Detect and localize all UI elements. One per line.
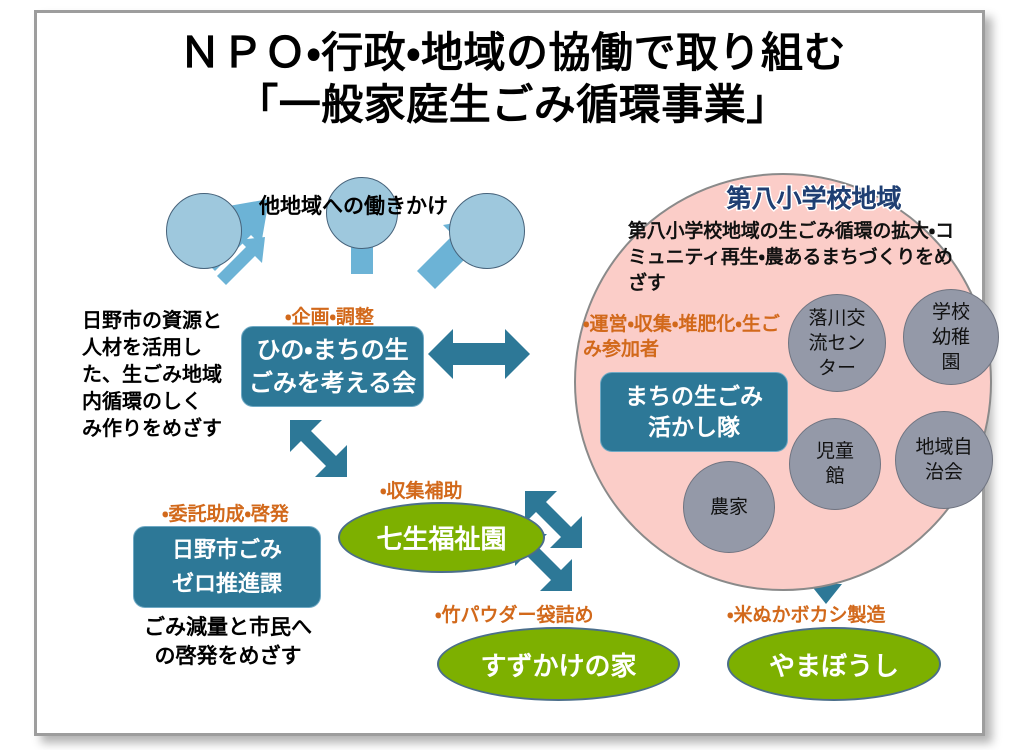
partner-yamaboushi[interactable]: やまぼうし [727, 627, 941, 701]
other-regions-label: 他地域への働きかけ [259, 195, 448, 218]
member-label-farmers: 農家 [709, 496, 748, 518]
team-box-line1: まちの生ごみ [625, 383, 763, 409]
arrow-core-group-to-hino-city [290, 420, 347, 477]
partner-label-suzukake-no-ie: すずかけの家 [480, 650, 637, 681]
arrow-core-group-to-pink-region [428, 329, 530, 379]
partner-suzukake-no-ie[interactable]: すずかけの家 [437, 627, 680, 701]
pink-region-heading: 第八小学校地域 [726, 185, 902, 213]
hino-city-zero-waste-box[interactable]: 日野市ごみ ゼロ推進課 [133, 526, 321, 608]
member-circle-school-kindergarten: 学校幼稚園 [903, 289, 999, 385]
team-box-line2: 活かし隊 [648, 414, 740, 440]
member-label-childrens-hall: 児童館 [815, 441, 854, 487]
member-circle-childrens-hall: 児童館 [789, 418, 881, 510]
yamaboushi-caption: ・米ぬかボカシ製造 [727, 605, 886, 626]
hino-city-line2: ゼロ推進課 [171, 571, 282, 596]
hino-city-line1: 日野市ごみ [171, 537, 282, 562]
title-line-1: ＮＰＯ・行政・地域の協働で取り組む [178, 29, 847, 76]
hino-city-note: ごみ減量と市民へ の啓発をめざす [144, 616, 312, 668]
other-region-circle-left [166, 193, 242, 269]
other-region-circle-center [326, 177, 398, 249]
page-title: ＮＰＯ・行政・地域の協働で取り組む 「一般家庭生ごみ循環事業」 [37, 27, 988, 131]
planning-caption: ・企画・調整 [285, 307, 374, 328]
nanao-fukushien-caption: ・収集補助 [380, 481, 463, 502]
hino-machi-study-group-box[interactable]: ひの・まちの生 ごみを考える会 [241, 326, 424, 407]
commission-caption: ・委託助成・啓発 [162, 504, 289, 525]
member-circle-ochikawa-center: 落川交流センター [788, 294, 886, 392]
pink-region-heading-outline: 第八小学校地域 [725, 184, 903, 215]
core-group-line1: ひの・まちの生 [256, 336, 409, 364]
partner-label-yamaboushi: やまぼうし [768, 650, 899, 681]
suzukake-no-ie-caption: ・竹パウダー袋詰め [435, 605, 594, 626]
partner-label-nanao-fukushien: 七生福祉園 [376, 524, 507, 554]
other-region-circle-right [449, 193, 525, 269]
member-circle-neighborhood-association: 地域自治会 [895, 411, 993, 509]
member-label-school-kindergarten: 学校幼稚園 [931, 301, 970, 373]
core-group-line2: ごみを考える会 [248, 369, 417, 397]
hino-resources-note: 日野市の資源と人材を活用した、生ごみ地域内循環のしくみ作りをめざす [82, 310, 222, 440]
title-line-2: 「一般家庭生ごみ循環事業」 [236, 81, 789, 128]
member-circle-farmers: 農家 [683, 461, 775, 553]
slide-frame: ＮＰＯ・行政・地域の協働で取り組む 「一般家庭生ごみ循環事業」 [34, 10, 999, 736]
member-label-neighborhood-association: 地域自治会 [915, 437, 973, 483]
operations-caption: ・運営・収集・堆肥化・生ごみ参加者 [583, 314, 780, 360]
partner-nanao-fukushien[interactable]: 七生福祉園 [338, 502, 545, 573]
machi-no-namagomi-team-box[interactable]: まちの生ごみ 活かし隊 [600, 372, 788, 452]
member-label-ochikawa-center: 落川交流センター [808, 307, 866, 379]
pink-region-description: 第八小学校地域の生ごみ循環の拡大・コミュニティ再生・農あるまちづくりをめざす [628, 221, 954, 294]
